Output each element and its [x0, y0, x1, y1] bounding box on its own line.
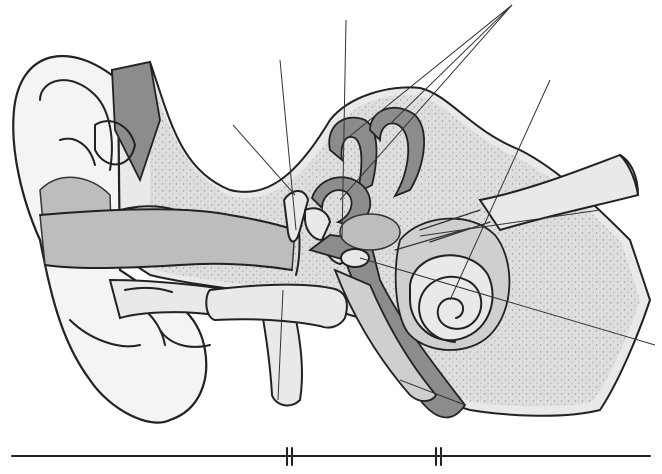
- cochlea: [396, 219, 510, 350]
- leader-line-1: [233, 125, 295, 195]
- section-divider: [12, 448, 650, 465]
- leader-line-4b: [392, 5, 512, 122]
- styloid-process: [206, 285, 347, 406]
